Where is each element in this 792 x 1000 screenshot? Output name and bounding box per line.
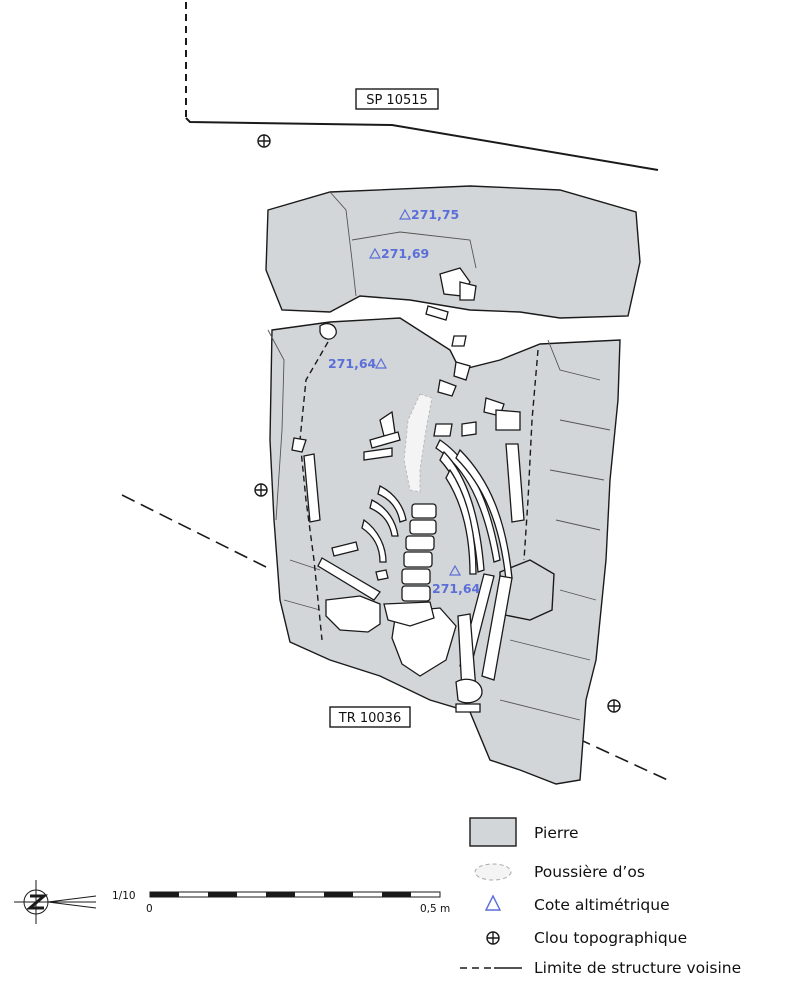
bone-fragment xyxy=(319,322,337,340)
vertebra xyxy=(405,535,435,551)
elevation-markers: 271,75 271,69 271,64 271,64 xyxy=(328,207,481,596)
rib xyxy=(361,518,387,563)
survey-nail-icon xyxy=(257,134,271,148)
stones xyxy=(265,185,641,785)
vertebra xyxy=(401,585,431,602)
rib xyxy=(369,499,399,537)
scale-start: 0 xyxy=(146,903,153,915)
scale-bar: 1/10 0 0,5 m xyxy=(112,890,450,915)
sacrum xyxy=(383,601,435,627)
forearm xyxy=(481,575,513,681)
vertebra xyxy=(401,568,431,585)
tr-label: TR 10036 xyxy=(329,706,411,728)
bone-fragment xyxy=(375,569,389,581)
triangle-icon xyxy=(398,208,412,220)
bone-fragment xyxy=(291,437,307,453)
survey-nail-icon xyxy=(486,931,500,945)
legend-item-survey-nail: Clou topographique xyxy=(486,929,687,947)
vertebra xyxy=(403,551,433,568)
sp-boundary xyxy=(185,2,659,171)
bone-fragment xyxy=(461,421,477,437)
rib xyxy=(445,468,477,575)
stone-top xyxy=(265,185,641,319)
femur-head xyxy=(455,678,483,704)
tr-label-text: TR 10036 xyxy=(338,711,401,726)
survey-nails xyxy=(254,134,621,713)
triangle-icon xyxy=(374,357,388,369)
survey-nail-icon xyxy=(254,483,268,497)
triangle-icon xyxy=(484,894,502,911)
bone-fragment xyxy=(459,281,477,301)
elevation-marker: 271,64 xyxy=(328,356,388,371)
bone-fragment xyxy=(437,379,457,397)
bone-fragment xyxy=(363,447,393,461)
humerus xyxy=(505,443,525,523)
humerus xyxy=(317,557,381,601)
sp-label-text: SP 10515 xyxy=(366,93,428,108)
bone-fragment xyxy=(451,335,467,347)
elevation-value: 271,69 xyxy=(381,246,429,261)
legend-label: Cote altimétrique xyxy=(534,896,670,914)
bone-fragment xyxy=(453,361,471,381)
legend-item-elevation: Cote altimétrique xyxy=(484,894,670,914)
bone-fragment xyxy=(495,409,521,431)
legend-item-neighbour-limit: Limite de structure voisine xyxy=(460,959,741,977)
legend-item-bone-dust: Poussière d’os xyxy=(474,863,645,881)
triangle-icon xyxy=(368,247,382,259)
bone-fragment xyxy=(331,541,359,557)
legend-label: Poussière d’os xyxy=(534,863,645,881)
elevation-marker: 271,75 xyxy=(398,207,459,222)
elevation-marker: 271,69 xyxy=(368,246,429,261)
stone-swatch xyxy=(469,817,517,847)
north-arrow-icon xyxy=(14,880,97,924)
inner-limits xyxy=(299,341,539,641)
sp-label: SP 10515 xyxy=(355,88,439,110)
elevation-marker: 271,64 xyxy=(432,564,481,596)
skeleton xyxy=(291,267,525,713)
vertebra xyxy=(411,503,437,519)
legend: Pierre Poussière d’os Cote altimétrique … xyxy=(460,817,741,977)
bone-fragment xyxy=(433,423,453,437)
bone-dust xyxy=(403,393,433,493)
scale-ratio: 1/10 xyxy=(112,890,136,902)
stone-joints xyxy=(267,191,611,721)
legend-label: Clou topographique xyxy=(534,929,687,947)
rib xyxy=(377,485,407,523)
long-bone xyxy=(303,453,321,523)
bone-fragment xyxy=(455,703,481,713)
legend-item-stone: Pierre xyxy=(469,817,579,847)
pelvis-left xyxy=(325,595,381,633)
legend-label: Pierre xyxy=(534,824,579,842)
bone-dust-icon xyxy=(474,863,512,881)
elevation-value: 271,75 xyxy=(411,207,459,222)
triangle-icon xyxy=(448,564,462,576)
vertebra xyxy=(409,519,437,535)
bone-fragment xyxy=(425,305,449,321)
survey-nail-icon xyxy=(607,699,621,713)
legend-label: Limite de structure voisine xyxy=(534,959,741,977)
scale-end: 0,5 m xyxy=(420,903,450,915)
bone-fragment xyxy=(369,431,401,449)
elevation-value: 271,64 xyxy=(432,581,481,596)
elevation-value: 271,64 xyxy=(328,356,377,371)
